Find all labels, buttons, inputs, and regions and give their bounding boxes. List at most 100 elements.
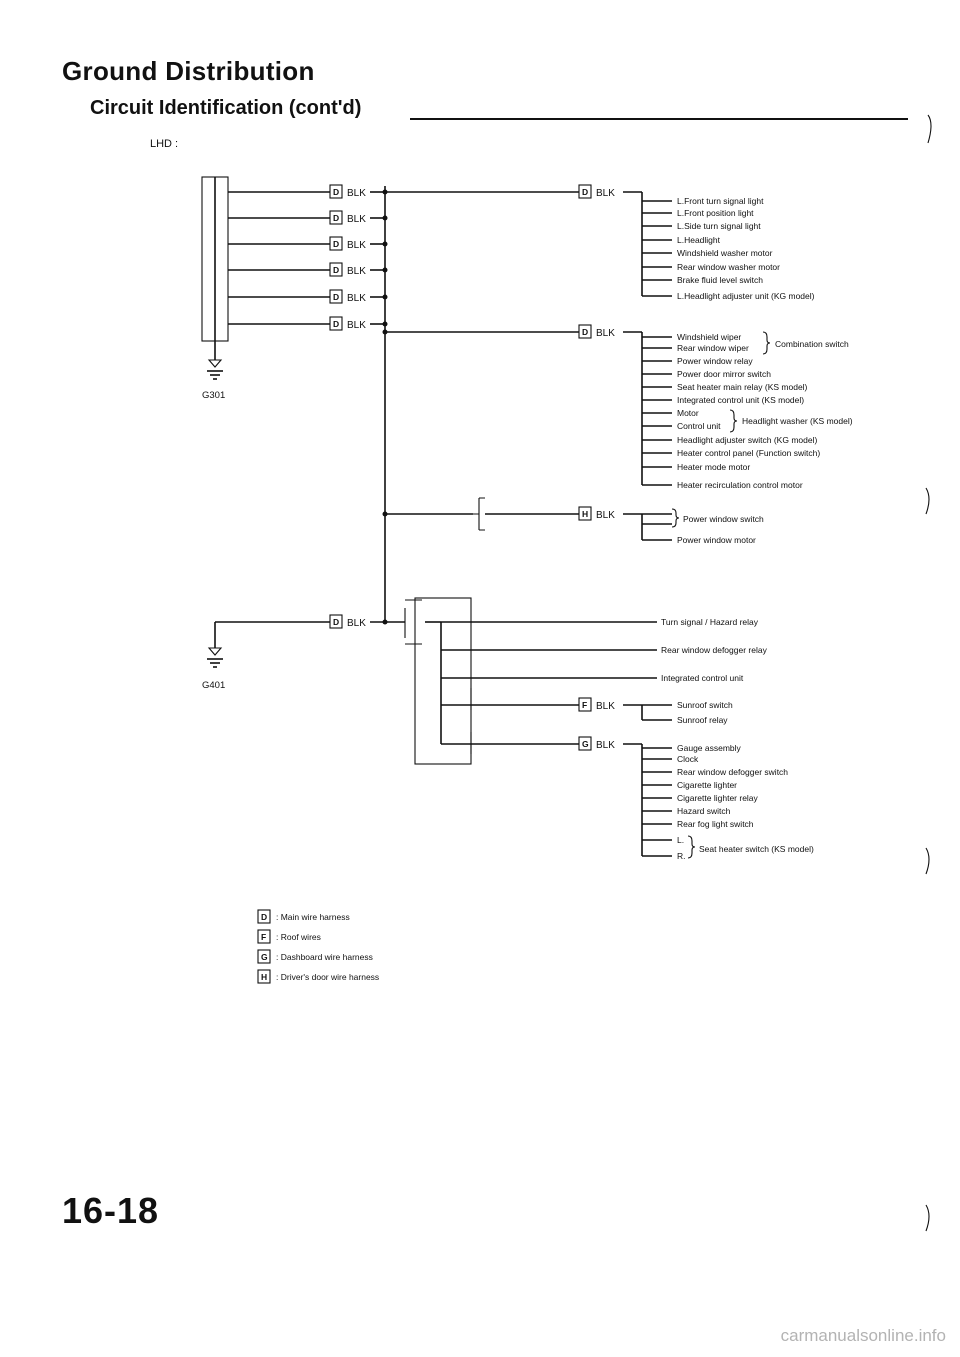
svg-text:: Roof wires: : Roof wires bbox=[276, 932, 321, 942]
svg-text:BLK: BLK bbox=[347, 214, 366, 225]
g2-item-a1: Power window relay bbox=[677, 356, 753, 366]
connector-g-branch: G BLK bbox=[578, 736, 615, 751]
connector-h-branch3: H BLK bbox=[578, 506, 615, 521]
svg-text:D: D bbox=[333, 617, 339, 627]
svg-text:D: D bbox=[333, 265, 339, 275]
connector-d-5: D BLK bbox=[329, 289, 366, 304]
watermark: carmanualsonline.info bbox=[780, 1326, 946, 1345]
page-number: 16-18 bbox=[62, 1190, 160, 1231]
g1-item-5: Windshield washer motor bbox=[677, 248, 773, 258]
g1-item-1: L.Front turn signal light bbox=[677, 196, 764, 206]
svg-text:D: D bbox=[333, 239, 339, 249]
g1-item-2: L.Front position light bbox=[677, 208, 754, 218]
svg-text:D: D bbox=[333, 213, 339, 223]
svg-text:D: D bbox=[333, 187, 339, 197]
legend-item-d: D : Main wire harness bbox=[257, 909, 350, 924]
g4-item-3: Integrated control unit bbox=[661, 673, 744, 683]
g6-right: R. bbox=[677, 851, 686, 861]
g1-item-7: Brake fluid level switch bbox=[677, 275, 763, 285]
g5-item-1: Sunroof switch bbox=[677, 700, 733, 710]
g3-switch: Power window switch bbox=[683, 514, 764, 524]
svg-text:BLK: BLK bbox=[347, 618, 366, 629]
g6-item-6: Hazard switch bbox=[677, 806, 731, 816]
branch3-door-connector bbox=[473, 497, 485, 531]
g401-label: G401 bbox=[202, 680, 225, 691]
group5-ladder: Sunroof switch Sunroof relay bbox=[641, 700, 733, 725]
title-rule bbox=[410, 118, 908, 120]
g2-wiper-2: Rear window wiper bbox=[677, 343, 749, 353]
svg-text:H: H bbox=[261, 972, 267, 982]
g2-headlight-group: Headlight washer (KS model) bbox=[742, 416, 853, 426]
g2-item-a4: Integrated control unit (KS model) bbox=[677, 395, 804, 405]
connector-f-branch: F BLK bbox=[578, 697, 615, 712]
svg-text:BLK: BLK bbox=[596, 510, 615, 521]
g6-item-3: Rear window defogger switch bbox=[677, 767, 788, 777]
svg-text:D: D bbox=[261, 912, 267, 922]
svg-text:G: G bbox=[582, 739, 589, 749]
g301-ground-icon bbox=[207, 359, 223, 380]
connector-d-6: D BLK bbox=[329, 316, 366, 331]
svg-text:BLK: BLK bbox=[596, 328, 615, 339]
connector-d-1: D BLK bbox=[329, 184, 366, 199]
svg-text:BLK: BLK bbox=[347, 240, 366, 251]
g2-wiper-1: Windshield wiper bbox=[677, 332, 741, 342]
group6-ladder: Gauge assembly Clock Rear window defogge… bbox=[641, 743, 814, 861]
g5-item-2: Sunroof relay bbox=[677, 715, 728, 725]
svg-text:: Main wire harness: : Main wire harness bbox=[276, 912, 350, 922]
g1-item-4: L.Headlight bbox=[677, 235, 721, 245]
dashboard-ground-block bbox=[405, 597, 657, 765]
g6-item-5: Cigarette lighter relay bbox=[677, 793, 759, 803]
legend: D : Main wire harness F : Roof wires G : Da… bbox=[257, 909, 379, 984]
g1-item-8: L.Headlight adjuster unit (KG model) bbox=[677, 291, 815, 301]
page-title: Ground Distribution bbox=[62, 56, 315, 86]
connector-d-2: D BLK bbox=[329, 210, 366, 225]
connector-d-branch2: D BLK bbox=[578, 324, 615, 339]
svg-text:G: G bbox=[261, 952, 268, 962]
svg-text:BLK: BLK bbox=[596, 188, 615, 199]
g2-item-b2: Heater control panel (Function switch) bbox=[677, 448, 820, 458]
g301-ground-assembly: G301 bbox=[201, 176, 330, 401]
connector-d-g401: D BLK bbox=[329, 614, 366, 629]
svg-text:F: F bbox=[582, 700, 587, 710]
svg-text:D: D bbox=[333, 292, 339, 302]
g2-item-a2: Power door mirror switch bbox=[677, 369, 771, 379]
group1-ladder: L.Front turn signal light L.Front positi… bbox=[641, 192, 815, 301]
svg-text:D: D bbox=[333, 319, 339, 329]
g401-ground-icon bbox=[207, 647, 223, 668]
g2-item-b4: Heater recirculation control motor bbox=[677, 480, 803, 490]
g1-item-3: L.Side turn signal light bbox=[677, 221, 761, 231]
svg-text:D: D bbox=[582, 327, 588, 337]
g6-item-1: Gauge assembly bbox=[677, 743, 742, 753]
g6-item-4: Cigarette lighter bbox=[677, 780, 737, 790]
g2-item-b1: Headlight adjuster switch (KG model) bbox=[677, 435, 817, 445]
svg-text:BLK: BLK bbox=[347, 293, 366, 304]
g2-wiper-brace bbox=[762, 331, 771, 355]
binder-marks bbox=[925, 114, 932, 1232]
g6-left: L. bbox=[677, 835, 684, 845]
g301-connectors: D BLK D BLK D BLK D BLK D BLK D BLK bbox=[329, 184, 366, 331]
legend-item-f: F : Roof wires bbox=[257, 929, 321, 944]
svg-text:BLK: BLK bbox=[347, 188, 366, 199]
g2-item-b3: Heater mode motor bbox=[677, 462, 750, 472]
g2-motor: Motor bbox=[677, 408, 699, 418]
svg-text:BLK: BLK bbox=[347, 320, 366, 331]
g301-label: G301 bbox=[202, 390, 225, 401]
svg-text:: Driver's door wire harness: : Driver's door wire harness bbox=[276, 972, 379, 982]
page-subtitle: Circuit Identification (cont'd) bbox=[90, 97, 362, 119]
connector-d-3: D BLK bbox=[329, 236, 366, 251]
legend-item-h: H : Driver's door wire harness bbox=[257, 969, 379, 984]
svg-text:BLK: BLK bbox=[596, 740, 615, 751]
dashboard-frame bbox=[414, 597, 472, 765]
svg-text:: Dashboard wire harness: : Dashboard wire harness bbox=[276, 952, 373, 962]
svg-text:BLK: BLK bbox=[596, 701, 615, 712]
g401-ground-assembly: G401 bbox=[202, 621, 330, 691]
g6-item-2: Clock bbox=[677, 754, 699, 764]
g2-item-a3: Seat heater main relay (KS model) bbox=[677, 382, 808, 392]
legend-item-g: G : Dashboard wire harness bbox=[257, 949, 373, 964]
g3-motor: Power window motor bbox=[677, 535, 756, 545]
group2-ladder: Windshield wiper Rear window wiper Combi… bbox=[641, 331, 853, 490]
svg-text:H: H bbox=[582, 509, 588, 519]
svg-text:F: F bbox=[261, 932, 266, 942]
